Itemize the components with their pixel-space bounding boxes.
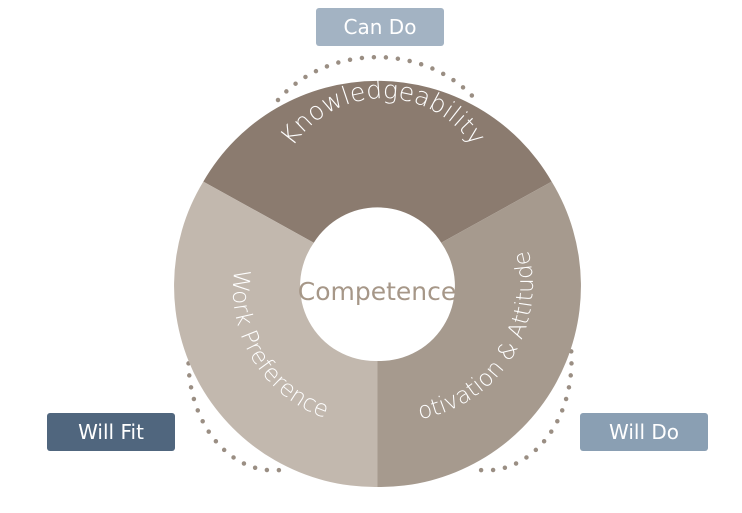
dotted-arc-left xyxy=(186,302,283,473)
tag-can-do: Can Do xyxy=(316,8,444,46)
segment-motivation-attitudes xyxy=(377,181,581,488)
segment-work-preference xyxy=(174,181,378,488)
dotted-connectors xyxy=(186,54,574,473)
dotted-arc-right xyxy=(477,302,574,473)
segment-knowledgeability xyxy=(203,80,552,243)
tag-will-fit: Will Fit xyxy=(47,413,175,451)
center-label: Competence xyxy=(298,277,457,306)
dotted-arc-top xyxy=(275,54,479,103)
tag-will-do: Will Do xyxy=(580,413,708,451)
